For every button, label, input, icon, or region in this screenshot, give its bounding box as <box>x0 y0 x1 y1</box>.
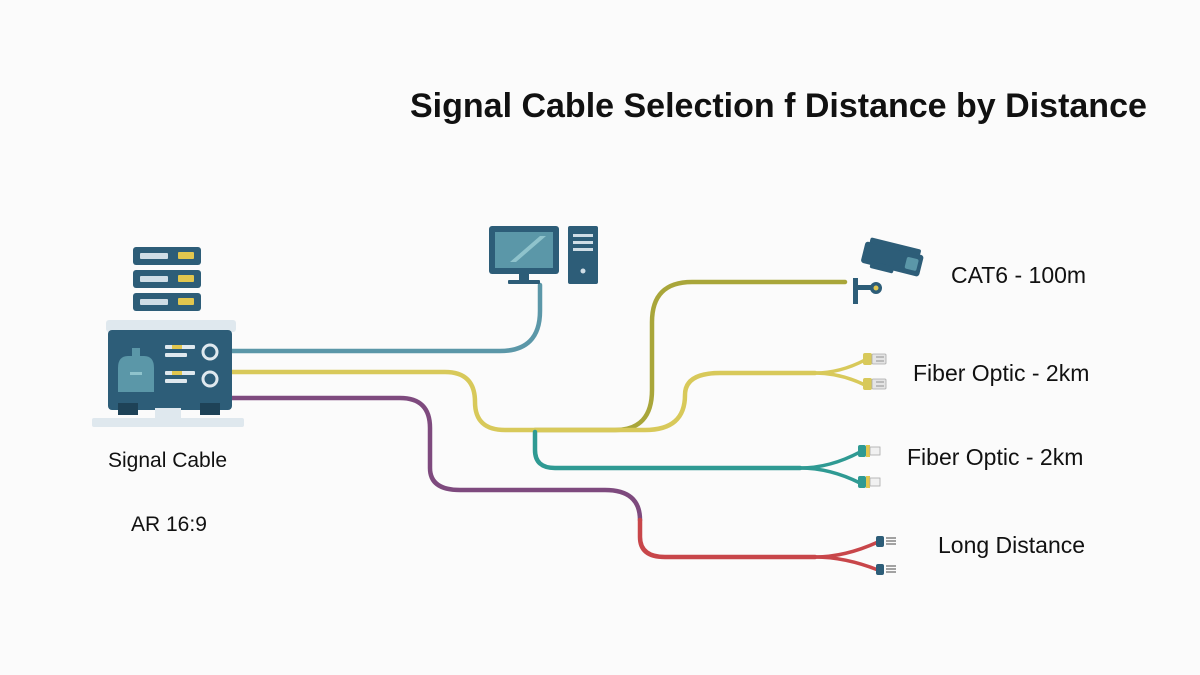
cable-to-computer <box>227 282 543 354</box>
cables <box>227 279 880 572</box>
label-long-distance: Long Distance <box>938 532 1085 558</box>
label-fiber-optic-2: Fiber Optic - 2km <box>907 444 1083 470</box>
cable-long-split-b <box>813 555 880 572</box>
fiber-connector-icon <box>858 445 881 488</box>
connector-icon <box>118 348 154 392</box>
cable-fiber-2-split-a <box>798 450 862 470</box>
signal-source-device <box>92 320 244 427</box>
security-camera-icon <box>853 237 924 304</box>
diagram-title: Signal Cable Selection f Distance by Dis… <box>410 87 1147 125</box>
cable-long-purple <box>227 395 643 523</box>
cable-fiber-2-split-b <box>798 466 862 485</box>
cable-to-fiber-1 <box>227 369 818 433</box>
label-cat6: CAT6 - 100m <box>951 262 1086 288</box>
cable-long-split-a <box>813 540 880 559</box>
cable-end-icon <box>876 536 896 575</box>
source-caption: Signal Cable <box>108 449 227 472</box>
fiber-connector-icon <box>863 353 887 390</box>
server-rack-icon <box>133 247 201 311</box>
cable-fiber-1-split-a <box>813 358 867 375</box>
cable-long-red <box>637 517 818 560</box>
label-fiber-optic-1: Fiber Optic - 2km <box>913 360 1089 386</box>
source-subcaption: AR 16:9 <box>131 513 207 536</box>
cable-fiber-1-split-b <box>813 371 867 387</box>
cable-to-camera <box>532 279 848 433</box>
desktop-computer-icon <box>489 226 598 284</box>
cable-to-fiber-2 <box>532 429 803 471</box>
